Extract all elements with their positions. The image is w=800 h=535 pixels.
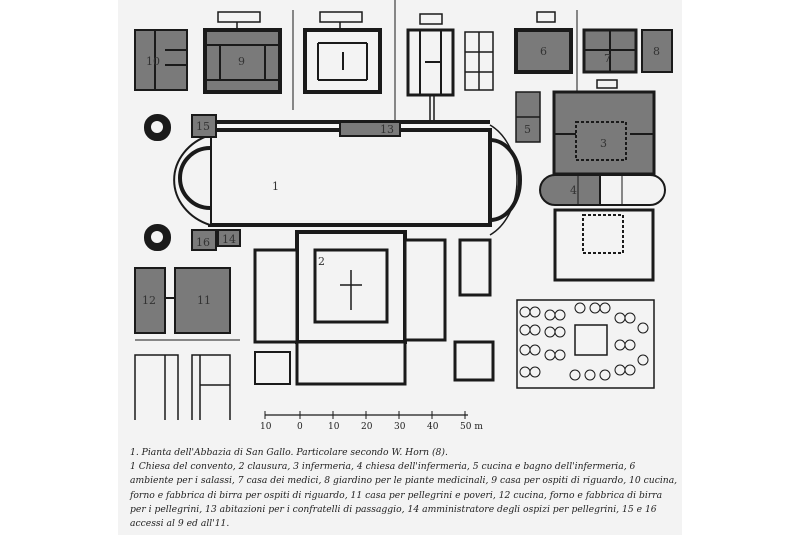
building-6 [514, 28, 573, 74]
svg-text:30: 30 [394, 422, 406, 432]
label-3: 3 [600, 137, 607, 150]
building-16 [191, 229, 217, 251]
building-12 [134, 267, 166, 334]
label-16: 16 [196, 236, 210, 249]
building-14 [217, 229, 241, 247]
figure-caption: 1. Pianta dell'Abbazia di San Gallo. Par… [130, 446, 680, 531]
building-4 [539, 174, 601, 206]
label-1: 1 [272, 180, 279, 193]
svg-text:0: 0 [297, 422, 303, 432]
label-5: 5 [524, 123, 531, 136]
label-13: 13 [380, 123, 394, 136]
label-11: 11 [197, 294, 211, 307]
label-4: 4 [570, 184, 577, 197]
svg-text:20: 20 [361, 422, 373, 432]
label-15: 15 [196, 120, 210, 133]
label-6: 6 [540, 45, 547, 58]
building-8 [641, 29, 673, 73]
label-7: 7 [604, 52, 611, 65]
church-1 [208, 128, 492, 227]
label-10: 10 [146, 55, 160, 68]
scale-bar: 10 0 10 20 30 40 50 m [260, 411, 483, 432]
building-11 [174, 267, 231, 334]
label-2: 2 [318, 255, 325, 268]
caption-legend: 1 Chiesa del convento, 2 clausura, 3 inf… [130, 461, 678, 530]
building-15 [191, 114, 217, 138]
label-9: 9 [238, 55, 245, 68]
svg-text:50 m: 50 m [460, 422, 483, 432]
svg-text:10: 10 [260, 422, 272, 432]
label-12: 12 [142, 294, 156, 307]
svg-text:10: 10 [328, 422, 340, 432]
svg-text:40: 40 [427, 422, 439, 432]
building-13 [339, 121, 401, 137]
label-14: 14 [222, 233, 236, 246]
caption-title: 1. Pianta dell'Abbazia di San Gallo. Par… [130, 447, 448, 458]
building-10 [134, 29, 188, 91]
label-8: 8 [653, 45, 660, 58]
building-9 [203, 28, 282, 94]
